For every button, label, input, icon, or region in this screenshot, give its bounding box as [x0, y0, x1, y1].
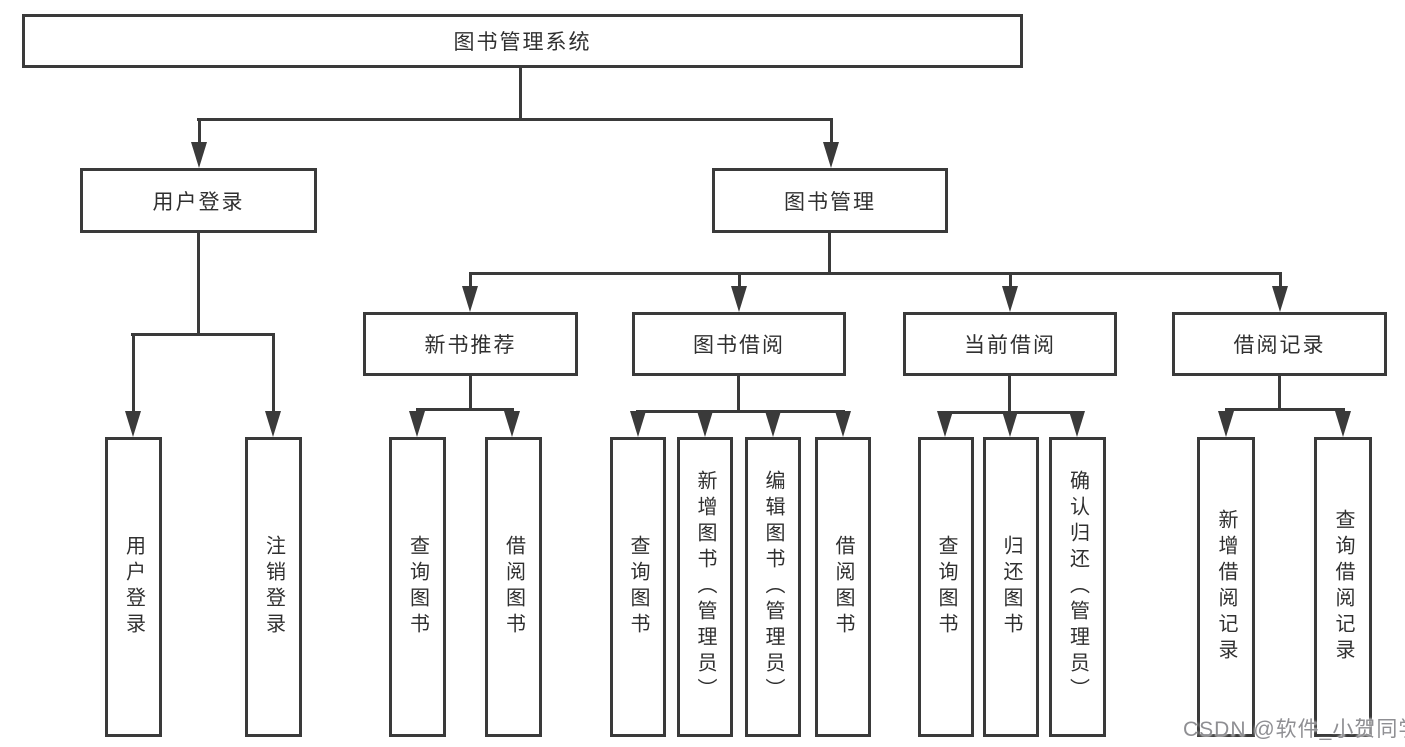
- connector-arrow-leaf: [1335, 408, 1351, 437]
- leaf-add-borrow-record: 新增借阅记录: [1197, 437, 1255, 737]
- leaf-user-login: 用户登录: [105, 437, 162, 737]
- leaf-query-books-rec: 查询图书: [389, 437, 446, 737]
- node-book-borrow: 图书借阅: [632, 312, 846, 376]
- connector-book-borrow-stem: [737, 376, 740, 413]
- connector-user-login-rail: [131, 333, 275, 336]
- connector-book-mgmt-stem: [828, 233, 831, 275]
- connector-arrow-user-login: [191, 118, 207, 168]
- node-new-book-rec: 新书推荐: [363, 312, 578, 376]
- connector-borrow-records-rail: [1225, 408, 1345, 411]
- connector-arrow-leaf: [409, 408, 425, 437]
- leaf-confirm-return-admin: 确认归还（管理员）: [1049, 437, 1106, 737]
- connector-book-borrow-rail: [636, 410, 845, 413]
- node-current-borrow: 当前借阅: [903, 312, 1117, 376]
- connector-arrow-borrow-records: [1272, 272, 1288, 312]
- connector-arrow-book-borrow: [731, 272, 747, 312]
- leaf-query-books-current: 查询图书: [918, 437, 974, 737]
- connector-arrow-leaf: [835, 410, 851, 437]
- connector-user-login-stem: [197, 233, 200, 336]
- watermark: CSDN @软件_小贺同学: [1183, 718, 1405, 741]
- node-book-mgmt-branch: 图书管理: [712, 168, 948, 233]
- connector-arrow-login-leaf: [125, 333, 141, 437]
- connector-root-rail: [197, 118, 833, 121]
- connector-arrow-leaf: [697, 410, 713, 437]
- leaf-query-books-borrow: 查询图书: [610, 437, 666, 737]
- connector-new-book-rec-rail: [416, 408, 514, 411]
- connector-arrow-leaf: [504, 408, 520, 437]
- connector-arrow-logout-leaf: [265, 333, 281, 437]
- leaf-borrow-books: 借阅图书: [815, 437, 871, 737]
- connector-arrow-leaf: [765, 410, 781, 437]
- connector-arrow-leaf: [1069, 411, 1085, 437]
- connector-book-mgmt-rail: [469, 272, 1281, 275]
- node-borrow-records: 借阅记录: [1172, 312, 1387, 376]
- connector-borrow-records-stem: [1278, 376, 1281, 411]
- connector-arrow-current-borrow: [1002, 272, 1018, 312]
- node-user-login-branch: 用户登录: [80, 168, 317, 233]
- leaf-query-borrow-record: 查询借阅记录: [1314, 437, 1372, 737]
- connector-arrow-leaf: [630, 410, 646, 437]
- connector-arrow-leaf: [1002, 411, 1018, 437]
- leaf-logout: 注销登录: [245, 437, 302, 737]
- leaf-edit-books-admin: 编辑图书（管理员）: [745, 437, 801, 737]
- leaf-return-books: 归还图书: [983, 437, 1039, 737]
- connector-arrow-leaf: [1218, 408, 1234, 437]
- leaf-add-books-admin: 新增图书（管理员）: [677, 437, 733, 737]
- connector-root-stem: [519, 68, 522, 121]
- connector-arrow-book-mgmt: [823, 118, 839, 168]
- connector-arrow-new-book-rec: [462, 272, 478, 312]
- connector-new-book-rec-stem: [469, 376, 472, 411]
- connector-arrow-leaf: [937, 411, 953, 437]
- connector-current-borrow-stem: [1008, 376, 1011, 414]
- node-root: 图书管理系统: [22, 14, 1023, 68]
- leaf-borrow-books-rec: 借阅图书: [485, 437, 542, 737]
